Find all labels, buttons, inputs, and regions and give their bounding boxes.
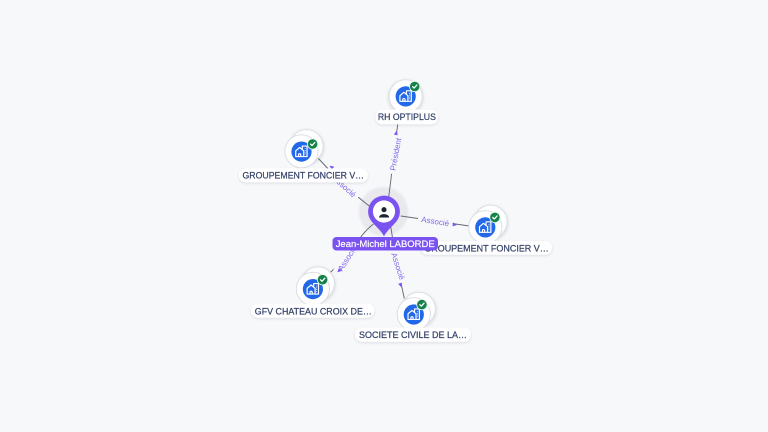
svg-text:Associé: Associé xyxy=(421,215,451,228)
svg-text:RH OPTIPLUS: RH OPTIPLUS xyxy=(378,112,436,122)
svg-text:SOCIETE CIVILE DE LA…: SOCIETE CIVILE DE LA… xyxy=(359,330,467,340)
svg-text:GROUPEMENT FONCIER V…: GROUPEMENT FONCIER V… xyxy=(242,171,364,181)
svg-text:GROUPEMENT FONCIER V…: GROUPEMENT FONCIER V… xyxy=(424,243,549,253)
svg-text:GFV CHATEAU CROIX DE…: GFV CHATEAU CROIX DE… xyxy=(255,307,372,317)
svg-text:Jean-Michel LABORDE: Jean-Michel LABORDE xyxy=(336,239,435,250)
